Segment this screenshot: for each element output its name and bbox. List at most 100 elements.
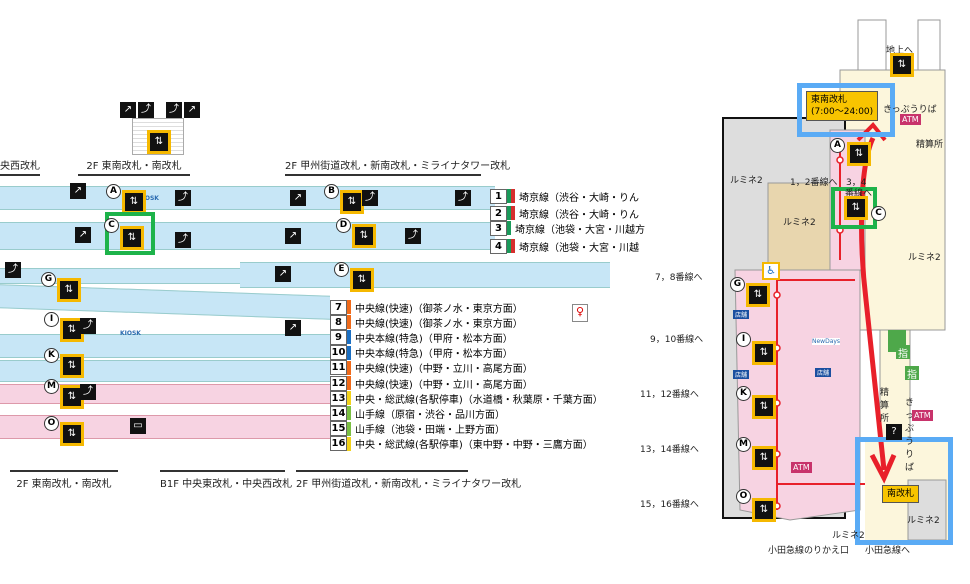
reserved-seat-office-icon: 指 [905, 366, 919, 381]
elevator-icon[interactable]: ⇅ [147, 130, 171, 154]
lumine-label: ルミネ2 [730, 176, 763, 186]
to-ground-label: 地上へ [886, 46, 914, 56]
elevator-i-concourse[interactable]: ⇅ [752, 341, 776, 365]
atm-icon: ATM [900, 114, 921, 125]
elevator-c-concourse[interactable]: ⇅ [844, 196, 868, 220]
marker-o-concourse: O [736, 489, 751, 504]
restroom-female-icon: ♀ [572, 304, 588, 322]
stairs-icon: ⤴ [175, 232, 191, 248]
stairs-icon: ⤴ [80, 384, 96, 400]
track-number: 14 [330, 405, 347, 421]
kiosk-label: KIOSK [120, 330, 141, 337]
track-number: 7 [330, 299, 347, 315]
elevator-k[interactable]: ⇅ [60, 354, 84, 378]
marker-o: O [44, 416, 59, 431]
elevator-to-ground[interactable]: ⇅ [890, 53, 914, 77]
section-label-east-south-bottom: 2F 東南改札・南改札 [10, 470, 118, 490]
track-row: 15 山手線（池袋・田端・上野方面） [330, 421, 505, 437]
information-icon: ? [886, 424, 902, 440]
escalator-icon: ↗ [120, 102, 136, 118]
line-color-bar [347, 391, 351, 406]
elevator-g-concourse[interactable]: ⇅ [746, 283, 770, 307]
elevator-o-concourse[interactable]: ⇅ [752, 498, 776, 522]
stairs-icon: ⤴ [166, 102, 182, 118]
elevator-o[interactable]: ⇅ [60, 422, 84, 446]
track-number: 9 [330, 329, 347, 345]
track-1-2-label: 1，2番線へ [790, 178, 838, 188]
stairs-icon: ⤴ [362, 190, 378, 206]
escalator-icon: ↗ [75, 227, 91, 243]
marker-g-concourse: G [730, 277, 745, 292]
marker-d: D [336, 218, 351, 233]
kiosk-label: KIOSK [138, 195, 159, 202]
marker-c: C [104, 218, 119, 233]
shop-label: 店舗 [815, 368, 832, 377]
track-3-4-label-suffix: 番線へ [845, 189, 873, 199]
track-label: 中央本線(特急)（甲府・松本方面） [355, 333, 513, 345]
track-number: 15 [330, 421, 347, 437]
marker-m-concourse: M [736, 437, 751, 452]
marker-e: E [334, 262, 349, 277]
stairs-icon: ⤴ [80, 318, 96, 334]
escalator-icon: ↗ [285, 320, 301, 336]
marker-g: G [41, 272, 56, 287]
fare-adjust-label: 精算所 [916, 140, 944, 150]
lumine-label: ルミネ2 [908, 253, 941, 263]
line-color-bar [347, 406, 351, 421]
line-color-bar [347, 345, 351, 360]
track-9-10-label: 9，10番線へ [650, 335, 704, 345]
elevator-e[interactable]: ⇅ [350, 268, 374, 292]
elevator-d[interactable]: ⇅ [352, 224, 376, 248]
track-label: 中央線(快速)（御茶ノ水・東京方面） [355, 303, 523, 315]
atm-icon: ATM [791, 462, 812, 473]
to-odakyu-label: 小田急線へ [865, 546, 911, 556]
elevator-c[interactable]: ⇅ [120, 226, 144, 250]
marker-b: B [324, 184, 339, 199]
line-color-bar [347, 436, 351, 451]
marker-c-concourse: C [871, 206, 886, 221]
track-number: 16 [330, 436, 347, 452]
elevator-k-concourse[interactable]: ⇅ [752, 395, 776, 419]
track-number: 12 [330, 375, 347, 391]
stairs-icon: ⤴ [405, 228, 421, 244]
marker-a: A [106, 184, 121, 199]
line-color-bar [347, 376, 351, 390]
highlight-elevator-c [105, 212, 155, 255]
section-label-east-south: 2F 東南改札・南改札 [78, 157, 190, 176]
fare-adjust-label: 精算所 [880, 388, 890, 424]
shop-label: 店舗 [733, 310, 750, 319]
track-number: 10 [330, 345, 347, 361]
south-gate[interactable]: 南改札 [882, 485, 920, 503]
east-south-gate[interactable]: 東南改札(7:00〜24:00) [806, 91, 879, 121]
track-row: 9 中央本線(特急)（甲府・松本方面） [330, 329, 513, 345]
elevator-m-concourse[interactable]: ⇅ [752, 446, 776, 470]
stairs-icon: ⤴ [138, 102, 154, 118]
track-row: 8 中央線(快速)（御茶ノ水・東京方面） [330, 314, 523, 330]
section-label-koshu: 2F 甲州街道改札・新南改札・ミライナタワー改札 [285, 157, 510, 176]
lumine-label: ルミネ2 [907, 516, 940, 526]
escalator-icon: ↗ [70, 183, 86, 199]
marker-i: I [44, 312, 59, 327]
odakyu-transfer-label: 小田急線のりかえ口 [768, 546, 850, 556]
marker-a-concourse: A [830, 138, 845, 153]
escalator-icon: ↗ [184, 102, 200, 118]
track-label: 山手線（池袋・田端・上野方面） [355, 425, 505, 437]
track-11-12-label: 11，12番線へ [640, 390, 699, 400]
track-number: 8 [330, 314, 347, 330]
marker-i-concourse: I [736, 332, 751, 347]
reserved-seat-office-icon: 指 [896, 345, 910, 360]
line-color-bar [347, 330, 351, 345]
elevator-g[interactable]: ⇅ [57, 278, 81, 302]
track-label: 中央線(快速)（御茶ノ水・東京方面） [355, 318, 523, 330]
elevator-a-concourse[interactable]: ⇅ [847, 142, 871, 166]
atm-icon: ATM [912, 410, 933, 421]
section-label-b1f-central: B1F 中央東改札・中央西改札 [160, 470, 292, 490]
wheelchair-icon: ♿ [762, 262, 780, 280]
